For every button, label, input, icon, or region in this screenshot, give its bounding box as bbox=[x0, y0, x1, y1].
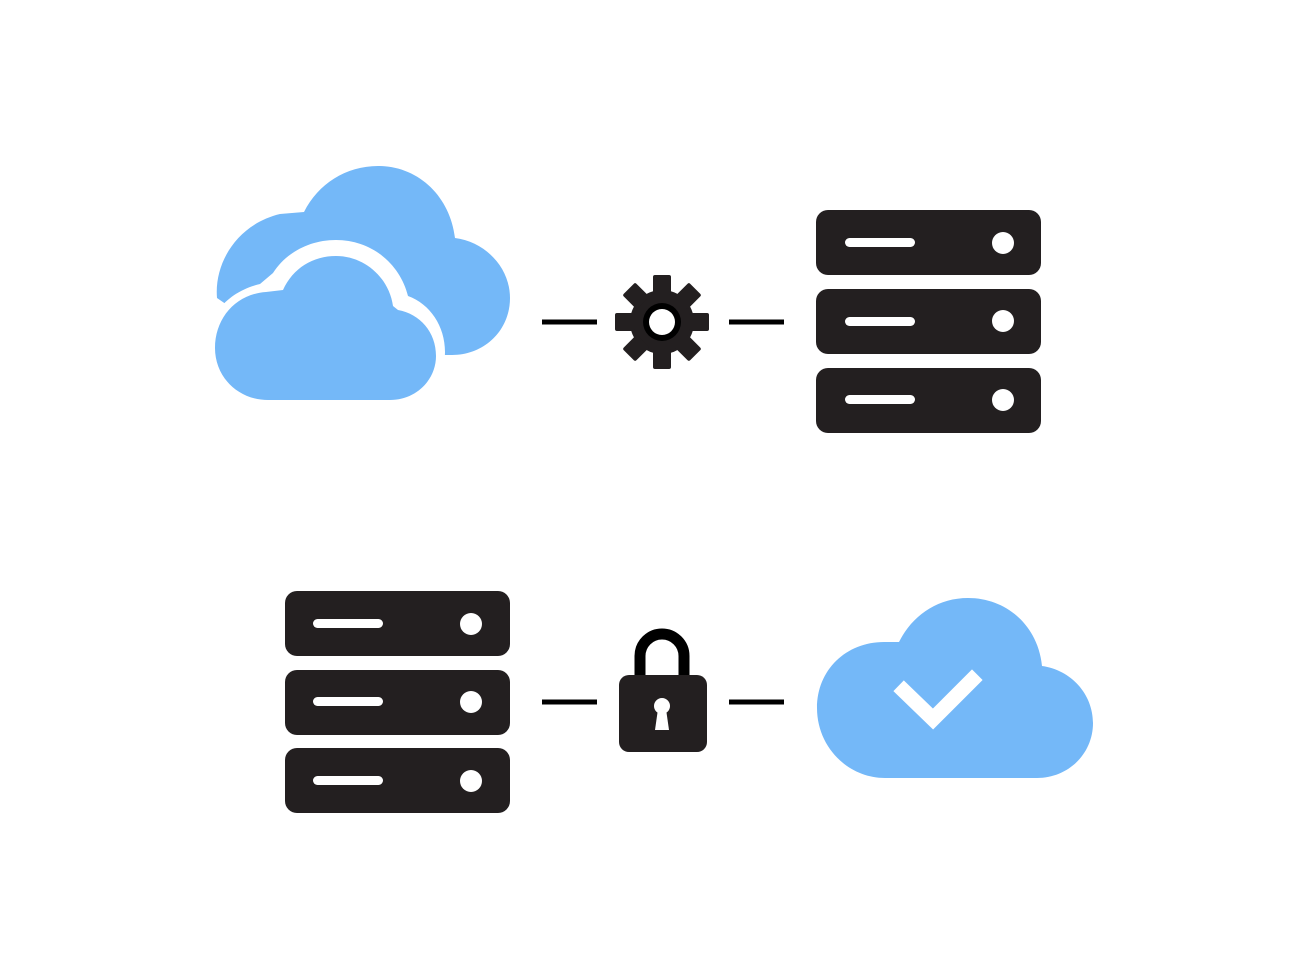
padlock-icon bbox=[619, 628, 707, 752]
cloud-pair-icon bbox=[205, 166, 511, 412]
server-unit bbox=[816, 289, 1041, 354]
server-unit bbox=[285, 670, 510, 735]
server-unit bbox=[816, 210, 1041, 275]
gear-icon bbox=[615, 275, 709, 369]
server-unit bbox=[816, 368, 1041, 433]
padlock-shackle bbox=[634, 628, 690, 676]
server-rack-icon bbox=[285, 591, 510, 813]
cloud-check-icon bbox=[817, 598, 1093, 778]
server-unit bbox=[285, 591, 510, 656]
check-mark-icon bbox=[893, 669, 983, 730]
front-cloud-shape bbox=[215, 256, 436, 400]
server-rack-icon bbox=[816, 210, 1041, 433]
server-unit bbox=[285, 748, 510, 813]
